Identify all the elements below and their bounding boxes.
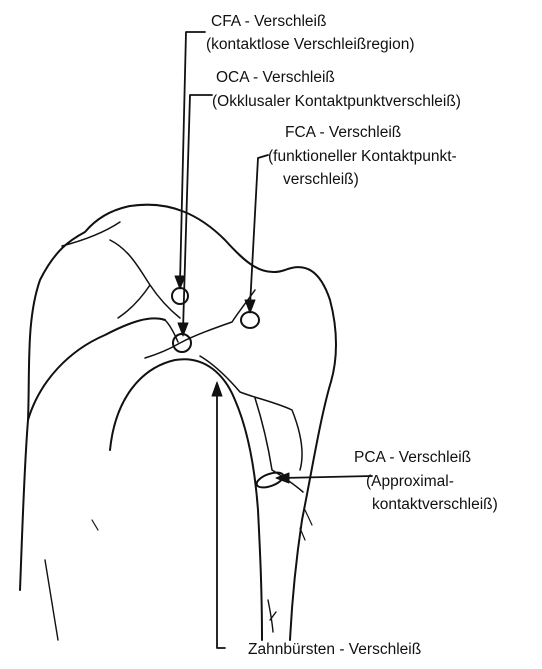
cfa-leader bbox=[180, 32, 205, 283]
front-cusp-outline bbox=[110, 359, 262, 640]
pca-label-desc-line2: kontaktverschleiß) bbox=[372, 495, 498, 514]
texture-marks bbox=[92, 510, 312, 540]
fca-arrow bbox=[245, 300, 255, 313]
pca-label-desc-line1: (Approximal- bbox=[366, 472, 454, 491]
cfa-label-title: CFA - Verschleiß bbox=[211, 12, 326, 31]
tooth-outline bbox=[20, 205, 336, 640]
pca-label-title: PCA - Verschleiß bbox=[354, 448, 471, 467]
pca-leader bbox=[282, 476, 372, 478]
fca-label-desc-line1: (funktioneller Kontaktpunkt- bbox=[268, 147, 457, 166]
zahnbuersten-label: Zahnbürsten - Verschleiß bbox=[248, 640, 421, 659]
zahnbuersten-leader bbox=[217, 388, 225, 648]
cfa-label-desc: (kontaktlose Verschleißregion) bbox=[206, 35, 415, 54]
oca-wear-spot bbox=[173, 334, 191, 352]
buccal-cusp-outline bbox=[28, 318, 165, 420]
cfa-wear-spot bbox=[172, 288, 188, 304]
oca-label-title: OCA - Verschleiß bbox=[216, 68, 335, 87]
zahnbuersten-arrow bbox=[212, 382, 222, 396]
fca-leader bbox=[250, 155, 268, 306]
root-lines bbox=[45, 560, 276, 640]
fissure-lines bbox=[62, 222, 303, 492]
fca-wear-spot bbox=[241, 312, 259, 328]
oca-label-desc: (Okklusaler Kontaktpunktverschleiß) bbox=[212, 92, 461, 111]
fca-label-title: FCA - Verschleiß bbox=[285, 123, 401, 142]
fca-label-desc-line2: verschleiß) bbox=[283, 170, 359, 189]
